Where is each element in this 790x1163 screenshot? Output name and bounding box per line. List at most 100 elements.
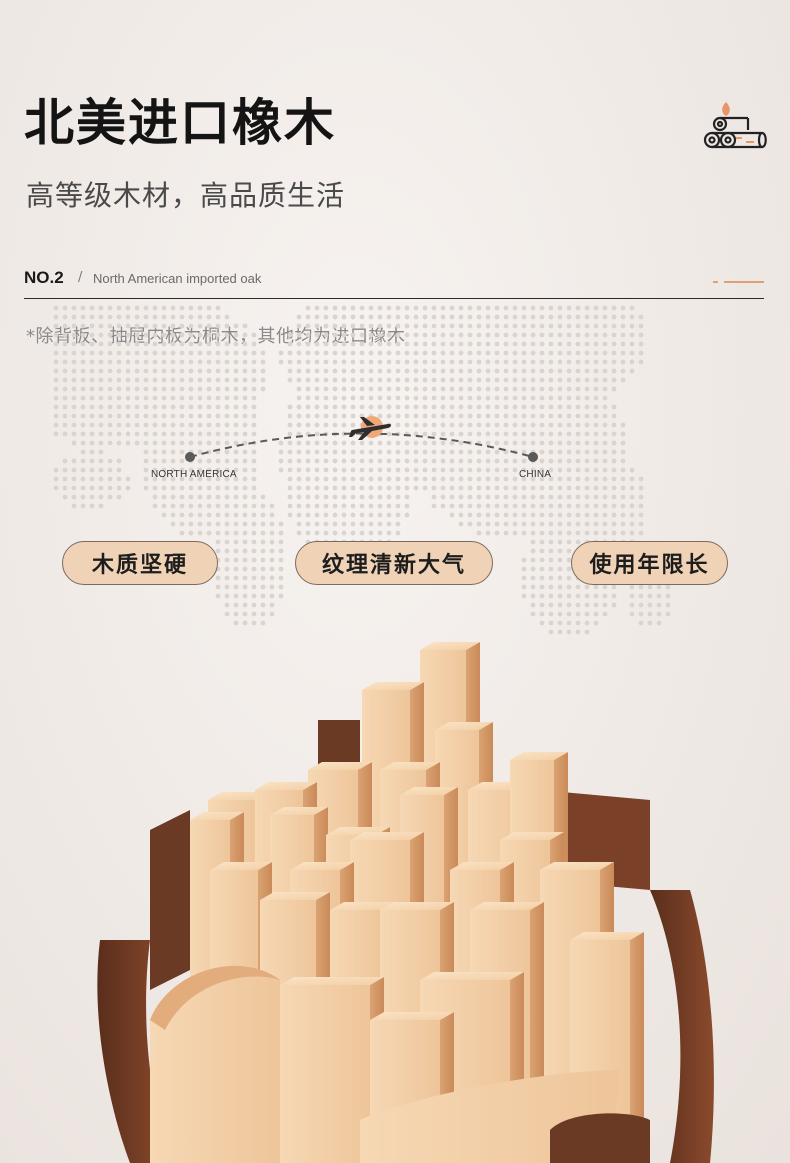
map-dot <box>251 548 257 554</box>
map-dot <box>530 548 536 554</box>
map-dot <box>530 584 536 590</box>
map-dot <box>332 395 338 401</box>
map-dot <box>503 467 509 473</box>
map-dot <box>485 377 491 383</box>
map-dot <box>287 485 293 491</box>
map-dot <box>224 485 230 491</box>
map-dot <box>395 449 401 455</box>
map-dot <box>575 377 581 383</box>
map-dot <box>377 449 383 455</box>
map-dot <box>179 521 185 527</box>
map-dot <box>485 305 491 311</box>
map-dot <box>89 449 95 455</box>
map-dot <box>620 332 626 338</box>
map-dot <box>404 314 410 320</box>
map-dot <box>89 332 95 338</box>
map-dot <box>620 377 626 383</box>
map-dot <box>557 611 563 617</box>
map-dot <box>458 413 464 419</box>
map-dot <box>611 593 617 599</box>
map-dot <box>548 521 554 527</box>
map-dot <box>503 386 509 392</box>
map-dot <box>152 485 158 491</box>
map-dot <box>251 584 257 590</box>
map-dot <box>593 593 599 599</box>
map-dot <box>233 503 239 509</box>
map-dot <box>539 620 545 626</box>
map-dot <box>566 512 572 518</box>
map-dot <box>161 368 167 374</box>
map-dot <box>242 557 248 563</box>
map-dot <box>323 521 329 527</box>
map-dot <box>566 602 572 608</box>
map-dot <box>395 440 401 446</box>
map-dot <box>602 332 608 338</box>
map-dot <box>512 458 518 464</box>
map-dot <box>251 413 257 419</box>
map-dot <box>557 332 563 338</box>
map-dot <box>548 566 554 572</box>
map-dot <box>566 548 572 554</box>
map-dot <box>170 422 176 428</box>
map-dot <box>197 323 203 329</box>
map-dot <box>593 323 599 329</box>
map-dot <box>359 386 365 392</box>
map-dot <box>89 386 95 392</box>
map-dot <box>503 521 509 527</box>
map-dot <box>224 386 230 392</box>
map-dot <box>458 512 464 518</box>
map-dot <box>440 350 446 356</box>
map-dot <box>269 611 275 617</box>
map-dot <box>404 323 410 329</box>
map-dot <box>341 494 347 500</box>
map-dot <box>566 431 572 437</box>
map-dot <box>251 476 257 482</box>
map-dot <box>341 413 347 419</box>
map-dot <box>566 620 572 626</box>
map-dot <box>71 386 77 392</box>
map-dot <box>305 431 311 437</box>
map-dot <box>314 485 320 491</box>
map-dot <box>197 377 203 383</box>
map-dot <box>188 404 194 410</box>
map-dot <box>368 530 374 536</box>
map-dot <box>314 458 320 464</box>
map-dot <box>584 584 590 590</box>
map-dot <box>530 512 536 518</box>
map-dot <box>539 485 545 491</box>
map-dot <box>341 485 347 491</box>
map-dot <box>341 359 347 365</box>
map-dot <box>629 494 635 500</box>
map-dot <box>629 485 635 491</box>
map-dot <box>188 305 194 311</box>
map-dot <box>170 314 176 320</box>
map-dot <box>215 404 221 410</box>
map-dot <box>62 305 68 311</box>
map-dot <box>332 440 338 446</box>
map-dot <box>341 341 347 347</box>
map-dot <box>251 332 257 338</box>
map-dot <box>71 323 77 329</box>
map-dot <box>494 485 500 491</box>
map-dot <box>215 359 221 365</box>
map-dot <box>593 341 599 347</box>
map-dot <box>350 530 356 536</box>
map-dot <box>233 395 239 401</box>
map-dot <box>656 611 662 617</box>
map-dot <box>494 422 500 428</box>
map-dot <box>323 440 329 446</box>
map-dot <box>80 305 86 311</box>
map-dot <box>161 395 167 401</box>
map-dot <box>503 305 509 311</box>
map-dot <box>404 350 410 356</box>
map-dot <box>377 341 383 347</box>
map-dot <box>206 368 212 374</box>
map-dot <box>422 323 428 329</box>
map-dot <box>557 485 563 491</box>
map-dot <box>350 350 356 356</box>
map-dot <box>566 539 572 545</box>
map-dot <box>485 449 491 455</box>
map-dot <box>539 611 545 617</box>
map-dot <box>512 413 518 419</box>
map-dot <box>116 440 122 446</box>
